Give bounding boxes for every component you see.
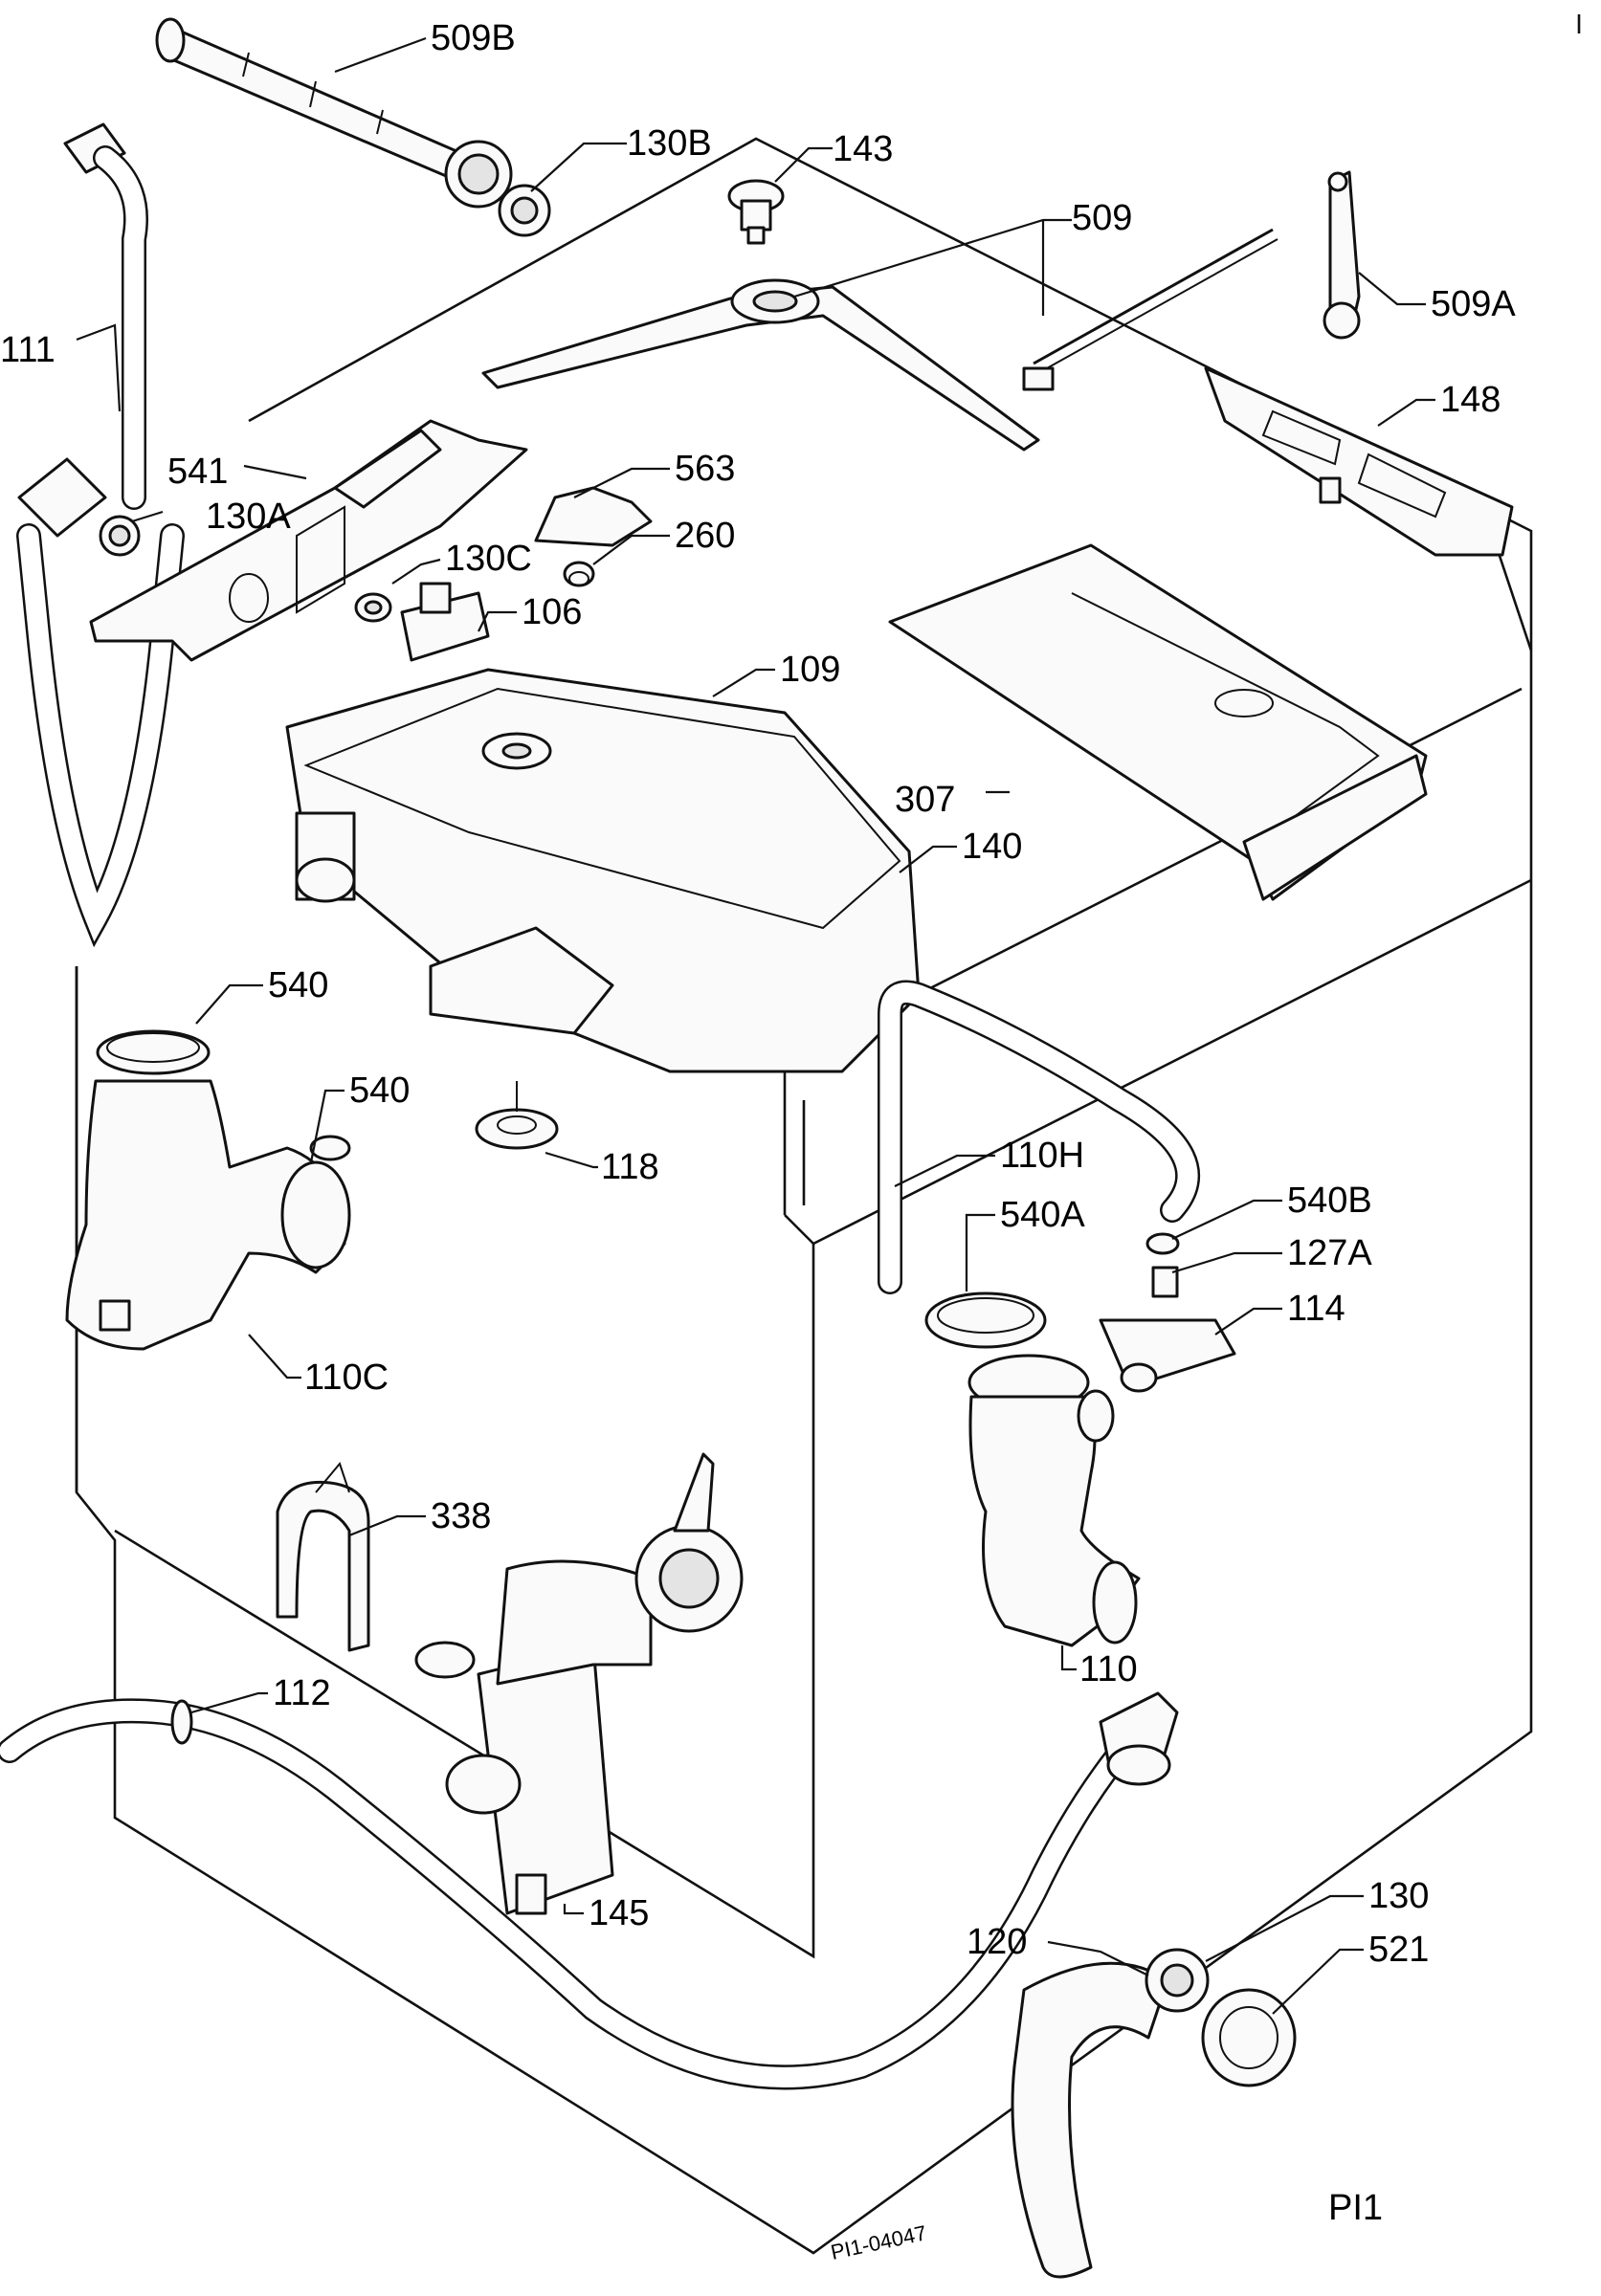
linkage-rod-part: [1022, 228, 1279, 391]
mounting-bracket-part: [89, 419, 528, 662]
label-111: 111: [0, 330, 56, 370]
label-541: 541: [167, 452, 228, 492]
inlet-hose-part: [16, 122, 185, 948]
gear-part: [475, 1081, 559, 1150]
callout-labels: 509B 130B 143 509 509A 111 541 563 148 1…: [0, 18, 1516, 1970]
label-127a: 127A: [1287, 1233, 1372, 1273]
label-112: 112: [273, 1673, 331, 1713]
label-110c: 110C: [304, 1358, 389, 1398]
label-260: 260: [675, 516, 735, 556]
label-540-lower: 540: [349, 1071, 410, 1111]
vent-tube-part: [878, 980, 1200, 1294]
label-509: 509: [1072, 198, 1132, 238]
label-338: 338: [431, 1496, 491, 1536]
lever-part: [1323, 170, 1361, 340]
label-109: 109: [780, 650, 840, 690]
label-114: 114: [1287, 1289, 1345, 1329]
label-130c: 130C: [445, 539, 532, 579]
label-106: 106: [522, 592, 582, 632]
drawing-id: PI1-04047: [829, 2220, 929, 2264]
detergent-housing-part: [285, 668, 921, 1073]
label-130: 130: [1368, 1876, 1429, 1916]
label-120: 120: [967, 1922, 1027, 1962]
sump-hose-part: [65, 1029, 351, 1351]
label-307: 307: [895, 780, 955, 820]
cabinet-outline: [75, 14, 1581, 2255]
small-fittings: [1099, 1232, 1236, 1393]
label-130a: 130A: [206, 497, 291, 537]
label-118: 118: [601, 1147, 659, 1187]
label-130b: 130B: [627, 123, 712, 164]
u-clip-part: [276, 1461, 370, 1652]
drain-elbow-part: [924, 1292, 1141, 1647]
label-540b: 540B: [1287, 1181, 1372, 1221]
dispenser-handle-part: [1204, 366, 1514, 557]
label-140: 140: [962, 827, 1022, 867]
label-521: 521: [1368, 1930, 1429, 1970]
label-509b: 509B: [431, 18, 516, 58]
page-tag: PI1: [1328, 2188, 1383, 2228]
label-110: 110: [1079, 1649, 1138, 1689]
label-540a: 540A: [1000, 1195, 1085, 1235]
label-509a: 509A: [1431, 284, 1516, 324]
label-563: 563: [675, 449, 735, 489]
cover-part: [534, 486, 653, 547]
label-148: 148: [1440, 380, 1501, 420]
label-110h: 110H: [1000, 1136, 1084, 1176]
drain-hose-part: [0, 1691, 1179, 2090]
label-143: 143: [833, 129, 893, 169]
drain-pump-part: [414, 1452, 744, 1915]
label-145: 145: [589, 1893, 649, 1933]
inlet-pipe-part: [155, 17, 551, 237]
callout-leaders: [76, 36, 1435, 2015]
dispenser-drawer-part: [888, 543, 1428, 901]
filter-assembly-part: [1011, 1948, 1297, 2279]
spring-part: [563, 561, 595, 587]
label-540-upper: 540: [268, 965, 328, 1005]
spider-arm-part: [481, 278, 1040, 452]
valve-parts: [354, 582, 490, 662]
knob-part: [727, 179, 785, 245]
